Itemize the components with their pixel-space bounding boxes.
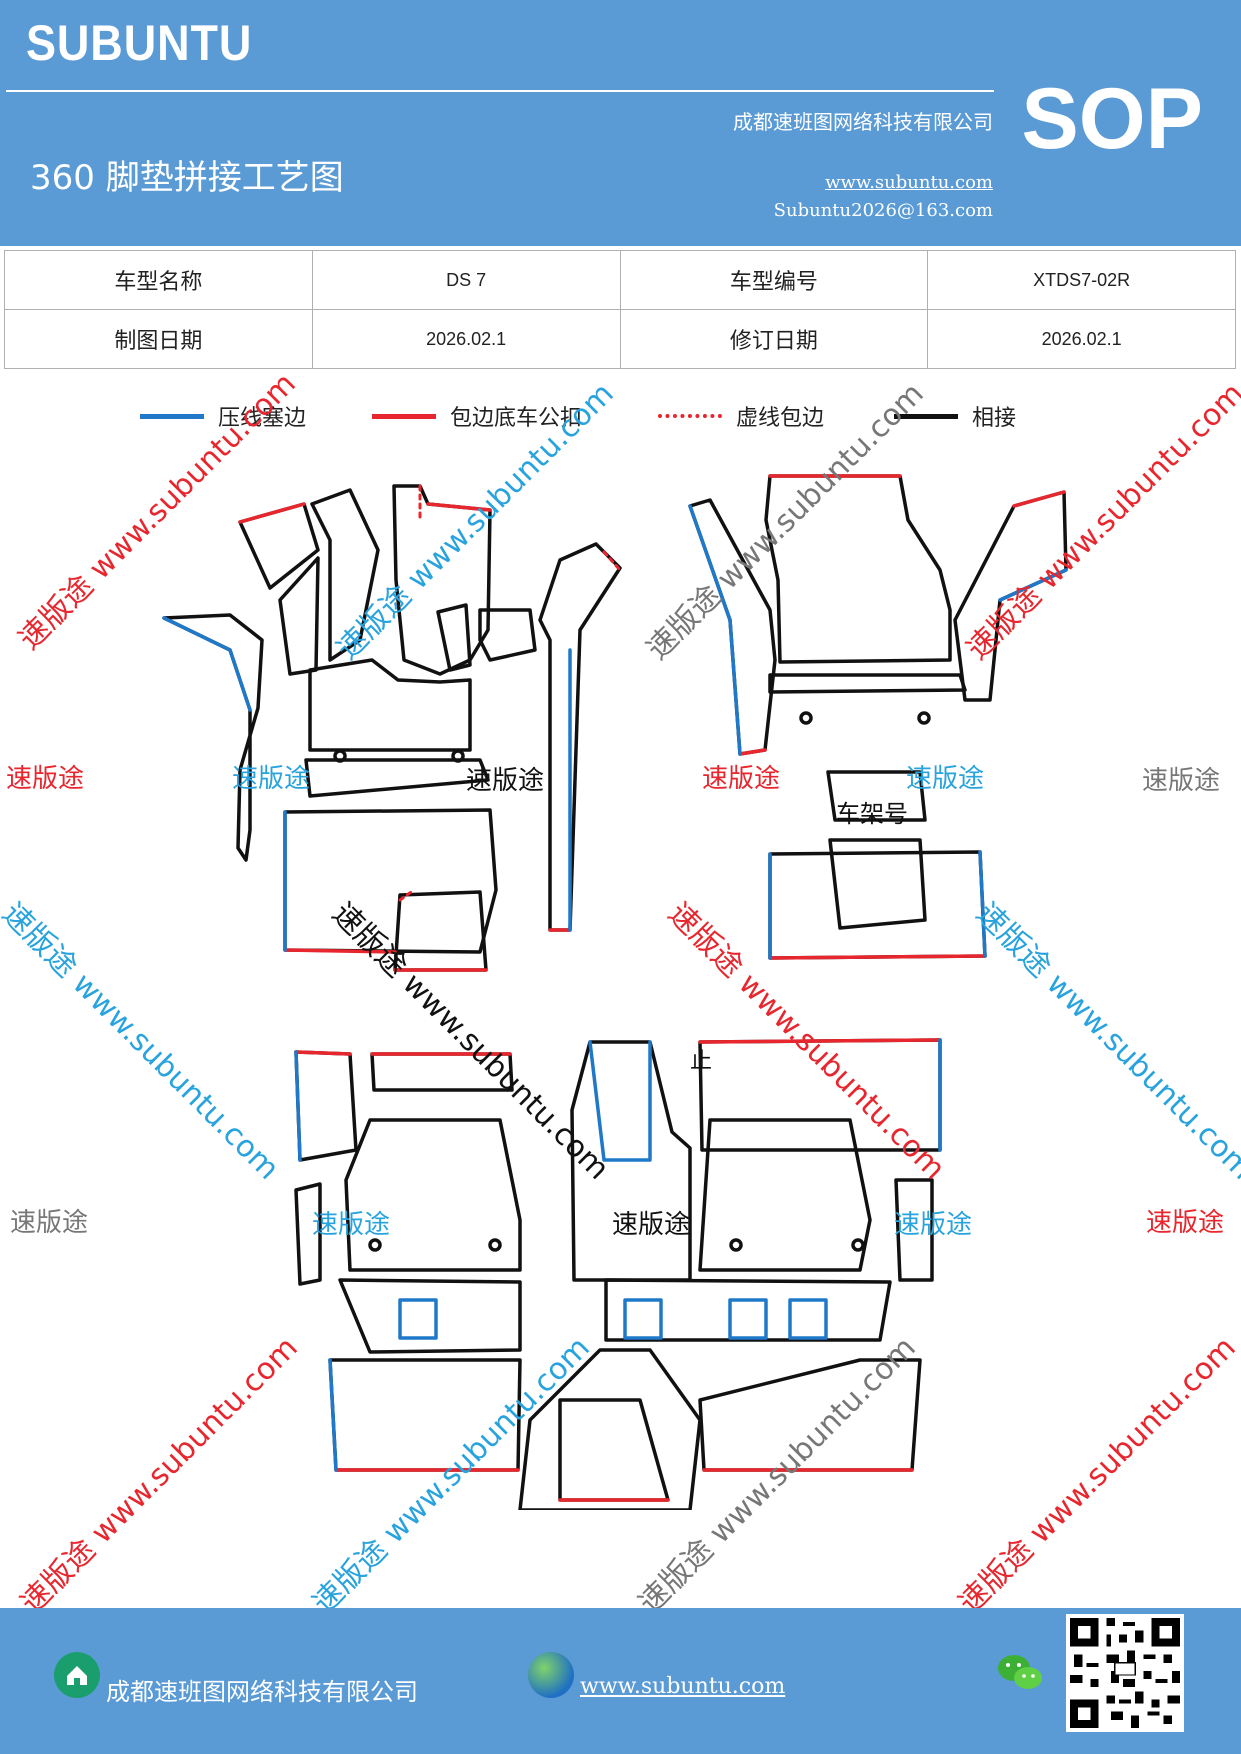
mat-piece — [953, 490, 1068, 702]
legend-label: 压线塞边 — [218, 406, 307, 431]
mat-piece — [698, 1118, 872, 1272]
mat-piece — [392, 484, 492, 676]
mat-piece — [518, 1348, 702, 1510]
wechat-icon[interactable] — [996, 1652, 1044, 1694]
watermark-text: 速版途 — [466, 766, 545, 796]
model-code-label: 车型编号 — [619, 250, 929, 310]
legend-item: 压线塞边 — [140, 400, 306, 432]
mat-piece — [768, 850, 987, 960]
clip-hole — [368, 1238, 382, 1252]
sop-badge: SOP — [1021, 71, 1203, 167]
legend-item: 包边底车公扣 — [372, 400, 582, 432]
blue-edges — [688, 504, 1068, 960]
mat-piece — [604, 1278, 892, 1342]
legend-item: 相接 — [894, 400, 1016, 432]
header-email: Subuntu2026@163.com — [773, 200, 993, 221]
clip-hole — [333, 749, 347, 763]
mat-piece — [294, 1182, 322, 1286]
clip-hole — [799, 711, 813, 725]
mat-piece — [310, 488, 380, 662]
table-row: 车型名称 DS 7 车型编号 XTDS7-02R — [4, 250, 1236, 310]
page-title: 360 脚垫拼接工艺图 — [30, 158, 344, 198]
clip-hole — [488, 1238, 502, 1252]
red-dotted-edges — [398, 484, 622, 902]
mat-piece — [768, 673, 967, 694]
mat-piece — [162, 613, 264, 862]
mat-piece — [538, 542, 622, 932]
front-left-mat-group — [162, 484, 622, 972]
legend-swatch — [658, 414, 722, 418]
brand-logo: SUBUNTU — [26, 15, 253, 71]
model-name-label: 车型名称 — [4, 250, 313, 310]
header-divider — [6, 90, 994, 92]
watermark-text: 速版途 — [906, 764, 985, 794]
header-website-link[interactable]: www.subuntu.com — [825, 172, 993, 193]
mat-piece — [238, 502, 320, 590]
mat-piece — [894, 1178, 934, 1282]
watermark-text: 速版途 — [232, 764, 311, 794]
clip-hole — [917, 711, 931, 725]
legend-label: 相接 — [972, 406, 1017, 431]
watermark-text: 速版途 — [6, 764, 85, 794]
red-edges — [238, 502, 572, 972]
model-name-value: DS 7 — [311, 250, 621, 310]
legend-swatch — [372, 413, 436, 419]
legend: 压线塞边 包边底车公扣 虚线包边 相接 — [0, 400, 1241, 440]
qr-code[interactable] — [1066, 1614, 1184, 1732]
mat-piece — [308, 658, 472, 752]
model-code-value: XTDS7-02R — [927, 250, 1236, 310]
globe-icon — [528, 1652, 574, 1698]
watermark-text: 速版途 — [1146, 1208, 1225, 1238]
mat-piece — [570, 1040, 692, 1282]
vehicle-info-table: 车型名称 DS 7 车型编号 XTDS7-02R 制图日期 2026.02.1 … — [4, 250, 1236, 369]
clip-hole — [729, 1238, 743, 1252]
mat-piece — [436, 603, 472, 672]
blue-edges — [162, 616, 572, 952]
header-banner — [0, 0, 1241, 246]
legend-swatch — [894, 413, 958, 419]
mat-piece — [478, 608, 537, 662]
mat-piece — [828, 838, 927, 930]
revise-date-value: 2026.02.1 — [927, 309, 1236, 369]
legend-label: 虚线包边 — [736, 406, 825, 431]
stop-label: 止 — [690, 1049, 712, 1074]
floor-mat-diagram: 车架号 止 — [162, 474, 1068, 1510]
company-name: 成都速班图网络科技有限公司 — [733, 110, 993, 134]
legend-swatch — [140, 413, 204, 419]
watermark-text: 速版途 — [612, 1210, 691, 1240]
frame-number-label: 车架号 — [836, 800, 908, 828]
watermark-text: 速版途 — [894, 1210, 973, 1240]
mat-piece — [764, 474, 952, 664]
watermark-text: 速版途 — [10, 1208, 89, 1238]
mat-piece — [294, 1050, 358, 1162]
watermark-text: 速版途 — [702, 764, 781, 794]
mat-piece — [338, 1278, 522, 1354]
watermark-text: 速版途 — [1142, 766, 1221, 796]
mat-piece — [304, 758, 490, 798]
clip-hole — [851, 1238, 865, 1252]
draw-date-label: 制图日期 — [4, 309, 313, 369]
red-edges — [738, 474, 1066, 960]
table-row: 制图日期 2026.02.1 修订日期 2026.02.1 — [4, 309, 1236, 369]
legend-label: 包边底车公扣 — [450, 406, 583, 431]
mat-piece — [826, 770, 927, 822]
mat-piece — [558, 1398, 670, 1502]
revise-date-label: 修订日期 — [619, 309, 929, 369]
clip-hole — [451, 749, 465, 763]
mat-piece — [344, 1118, 522, 1272]
draw-date-value: 2026.02.1 — [311, 309, 621, 369]
rear-mat-group — [294, 1038, 942, 1510]
footer-company: 成都速班图网络科技有限公司 — [106, 1678, 418, 1706]
watermark-text: 速版途 — [312, 1210, 391, 1240]
footer-website-link[interactable]: www.subuntu.com — [580, 1674, 786, 1699]
red-edges — [294, 1038, 942, 1502]
home-icon — [54, 1652, 100, 1698]
blue-edges — [294, 1038, 942, 1472]
legend-item: 虚线包边 — [658, 400, 824, 432]
